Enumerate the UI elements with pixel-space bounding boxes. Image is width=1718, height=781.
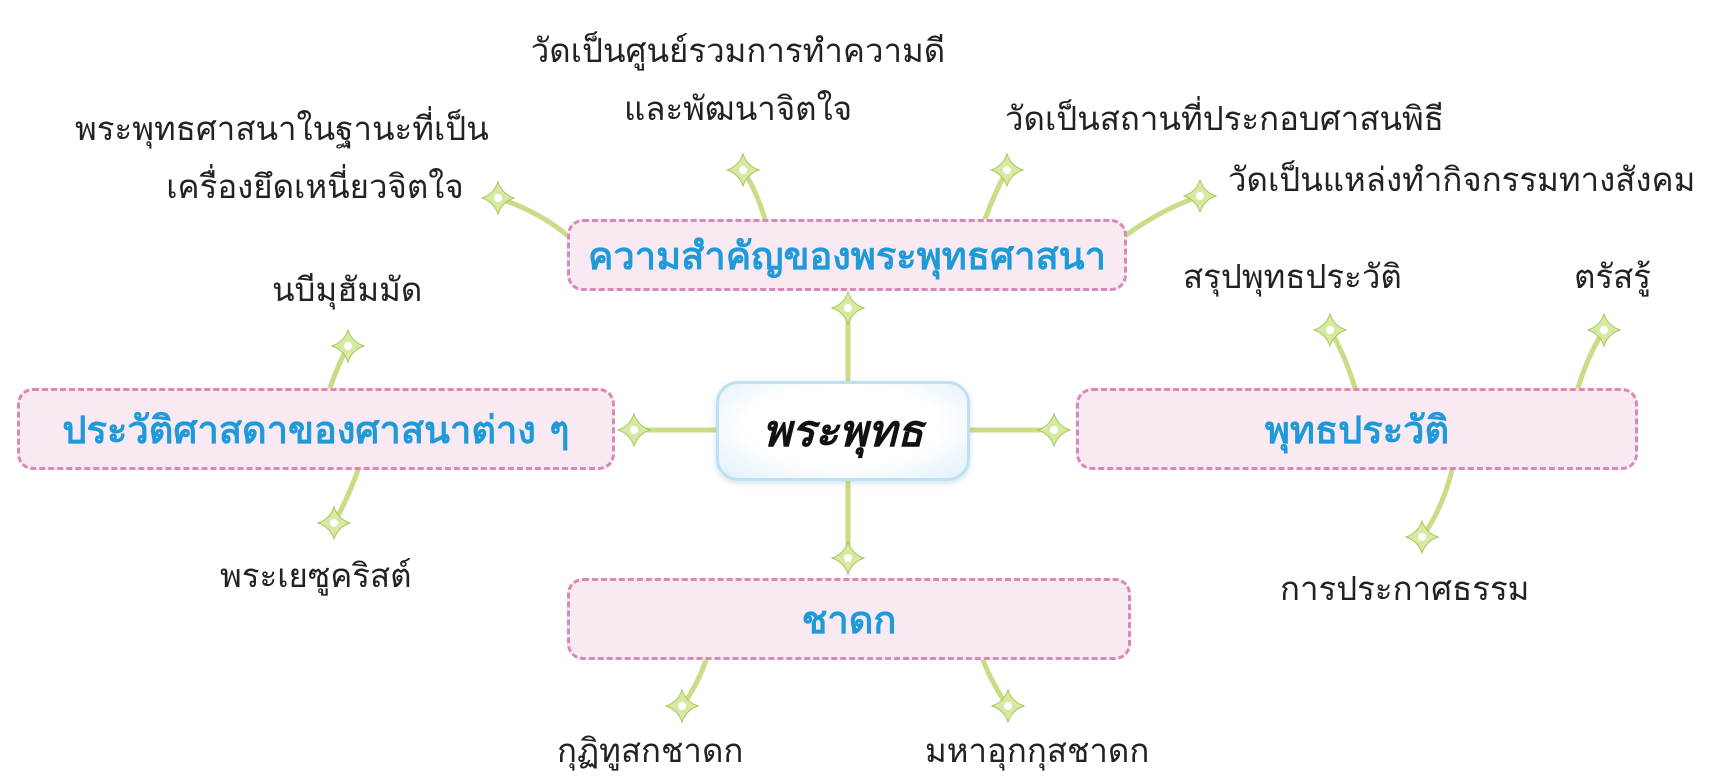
leaf-center-of-good: วัดเป็นศูนย์รวมการทำความดี และพัฒนาจิตใจ bbox=[528, 22, 948, 138]
leaf-ceremony: วัดเป็นสถานที่ประกอบศาสนพิธี bbox=[1005, 90, 1444, 148]
branch-biography-label: พุทธประวัติ bbox=[1264, 407, 1450, 452]
leaf-center-of-good-line-2: และพัฒนาจิตใจ bbox=[623, 89, 853, 128]
sparkle-core-other-religions bbox=[630, 426, 638, 434]
central-topic-label: พระพุทธ bbox=[762, 406, 924, 457]
leaf-social: วัดเป็นแหล่งทำกิจกรรมทางสังคม bbox=[1228, 151, 1695, 209]
branch-importance-label: ความสำคัญของพระพุทธศาสนา bbox=[588, 233, 1106, 278]
leaf-ceremony-line-1: วัดเป็นสถานที่ประกอบศาสนพิธี bbox=[1005, 99, 1444, 138]
sparkle-core-biography bbox=[1050, 426, 1058, 434]
leaf-muhammad: นบีมุฮัมมัด bbox=[272, 261, 422, 319]
branch-jataka: ชาดก bbox=[567, 578, 1131, 660]
connector-social bbox=[1122, 193, 1203, 239]
leaf-enlightenment-text: ตรัสรู้ bbox=[1574, 257, 1652, 296]
leaf-jesus: พระเยซูคริสต์ bbox=[220, 547, 412, 605]
leaf-summary-text: สรุปพุทธประวัติ bbox=[1183, 257, 1402, 296]
connector-refuge bbox=[495, 195, 571, 239]
leaf-refuge-line-2: เครื่องยึดเหนี่ยวจิตใจ bbox=[166, 167, 464, 206]
sparkle-core-enlightenment bbox=[1600, 326, 1608, 334]
connector-proclamation bbox=[1419, 467, 1455, 540]
sparkle-core-ceremony bbox=[1003, 166, 1011, 174]
leaf-enlightenment: ตรัสรู้ bbox=[1574, 248, 1651, 306]
sparkle-core-kutidusaka bbox=[678, 702, 686, 710]
sparkle-core-jataka bbox=[844, 554, 852, 562]
leaf-refuge-line-1: พระพุทธศาสนาในฐานะที่เป็น bbox=[75, 109, 489, 148]
sparkle-core-social bbox=[1196, 192, 1204, 200]
leaf-kutidusaka-text: กุฏิทูสกชาดก bbox=[557, 731, 744, 770]
leaf-muhammad-text: นบีมุฮัมมัด bbox=[272, 270, 423, 309]
branch-importance: ความสำคัญของพระพุทธศาสนา bbox=[567, 219, 1127, 291]
leaf-proclamation: การประกาศธรรม bbox=[1280, 560, 1529, 618]
central-topic: พระพุทธ bbox=[716, 381, 970, 481]
sparkle-core-refuge bbox=[494, 194, 502, 202]
branch-other-religions-label: ประวัติศาสดาของศาสนาต่าง ๆ bbox=[62, 407, 570, 452]
branch-jataka-label: ชาดก bbox=[801, 597, 897, 642]
leaf-mahaukkusa-text: มหาอุกกุสชาดก bbox=[925, 731, 1150, 770]
branch-other-religions: ประวัติศาสดาของศาสนาต่าง ๆ bbox=[17, 388, 615, 470]
sparkle-core-proclamation bbox=[1418, 533, 1426, 541]
sparkle-core-importance bbox=[844, 304, 852, 312]
branch-biography: พุทธประวัติ bbox=[1076, 388, 1638, 470]
sparkle-core-muhammad bbox=[344, 342, 352, 350]
leaf-social-line-1: วัดเป็นแหล่งทำกิจกรรมทางสังคม bbox=[1228, 160, 1696, 199]
leaf-center-of-good-line-1: วัดเป็นศูนย์รวมการทำความดี bbox=[530, 31, 946, 70]
leaf-jesus-text: พระเยซูคริสต์ bbox=[220, 556, 412, 595]
leaf-proclamation-text: การประกาศธรรม bbox=[1280, 569, 1530, 608]
sparkle-core-mahaukkusa bbox=[1004, 702, 1012, 710]
leaf-mahaukkusa: มหาอุกกุสชาดก bbox=[925, 722, 1149, 780]
leaf-refuge: พระพุทธศาสนาในฐานะที่เป็น เครื่องยึดเหนี… bbox=[75, 100, 489, 216]
sparkle-core-center-of-good bbox=[739, 166, 747, 174]
leaf-kutidusaka: กุฏิทูสกชาดก bbox=[557, 722, 743, 780]
sparkle-core-summary bbox=[1326, 326, 1334, 334]
sparkle-core-jesus bbox=[330, 519, 338, 527]
leaf-summary: สรุปพุทธประวัติ bbox=[1183, 248, 1402, 306]
